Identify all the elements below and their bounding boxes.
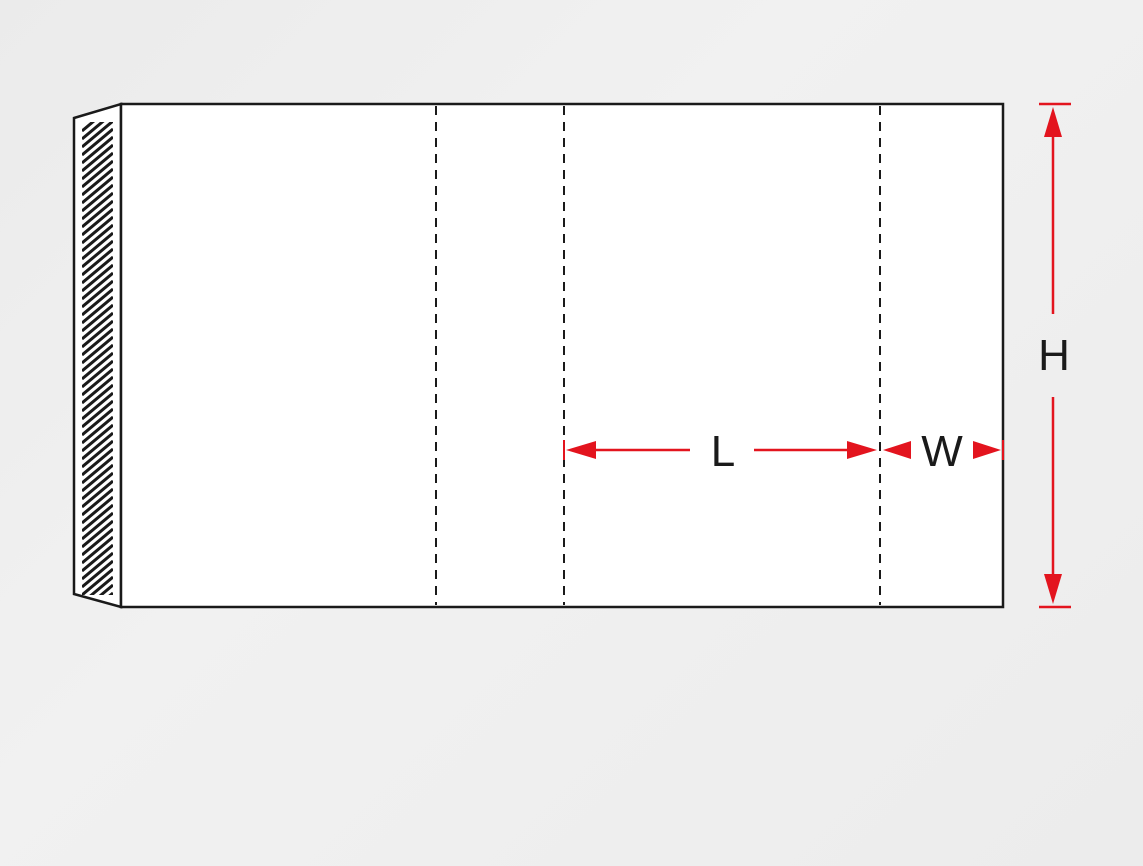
length-arrow-right xyxy=(847,441,877,459)
hatch-line xyxy=(82,167,113,197)
hatch-line xyxy=(82,191,113,221)
glue-flap xyxy=(72,102,123,651)
hatch-line xyxy=(82,535,113,565)
width-dimension: W xyxy=(883,427,1004,476)
hatch-line xyxy=(82,151,113,181)
hatch-line xyxy=(82,407,113,437)
hatch-line xyxy=(82,319,113,349)
hatch-line xyxy=(82,487,113,517)
hatch-line xyxy=(82,343,113,373)
hatch-line xyxy=(82,359,113,389)
hatch-line xyxy=(82,575,113,595)
hatch-line xyxy=(82,511,113,541)
hatch-line xyxy=(82,135,113,165)
hatch-line xyxy=(82,255,113,285)
hatch-line xyxy=(82,609,113,635)
hatch-line xyxy=(82,295,113,325)
hatch-line xyxy=(82,335,113,365)
hatch-line xyxy=(82,567,113,595)
hatch-line xyxy=(82,617,113,643)
hatch-line xyxy=(82,471,113,501)
hatch-line xyxy=(82,423,113,453)
width-label: W xyxy=(921,427,963,476)
hatch-line xyxy=(82,367,113,397)
hatch-line xyxy=(82,127,113,157)
hatch-line xyxy=(82,311,113,341)
height-arrow-top xyxy=(1044,107,1062,137)
hatch-line xyxy=(82,279,113,309)
glue-hatching xyxy=(82,122,113,651)
hatch-line xyxy=(82,122,113,149)
hatch-line xyxy=(82,495,113,525)
hatch-line xyxy=(82,399,113,429)
hatch-line xyxy=(82,551,113,581)
hatch-line xyxy=(82,223,113,253)
hatch-line xyxy=(82,415,113,445)
hatch-line xyxy=(82,239,113,269)
hatch-line xyxy=(82,231,113,261)
hatch-line xyxy=(82,479,113,509)
hatch-line xyxy=(82,543,113,573)
length-arrow-left xyxy=(566,441,596,459)
hatch-line xyxy=(82,122,113,141)
hatch-line xyxy=(82,383,113,413)
hatch-line xyxy=(82,247,113,277)
hatch-line xyxy=(82,439,113,469)
hatch-line xyxy=(82,583,113,595)
hatch-line xyxy=(82,519,113,549)
length-dimension: L xyxy=(563,427,877,476)
width-arrow-left xyxy=(883,441,911,459)
hatch-line xyxy=(82,215,113,245)
height-arrow-bottom xyxy=(1044,574,1062,604)
hatch-line xyxy=(82,351,113,381)
length-label: L xyxy=(711,427,735,476)
hatch-line xyxy=(82,263,113,293)
hatch-line xyxy=(82,122,113,133)
hatch-line xyxy=(82,601,113,627)
hatch-line xyxy=(82,625,113,651)
hatch-line xyxy=(82,559,113,589)
hatch-line xyxy=(82,391,113,421)
hatch-line xyxy=(82,503,113,533)
hatch-line xyxy=(82,175,113,205)
hatch-line xyxy=(82,431,113,461)
hatch-line xyxy=(82,327,113,357)
hatch-line xyxy=(82,271,113,301)
hatch-line xyxy=(82,183,113,213)
fold-lines xyxy=(120,106,881,605)
height-label: H xyxy=(1038,331,1070,380)
hatch-line xyxy=(82,199,113,229)
hatch-line xyxy=(82,455,113,485)
hatch-line xyxy=(82,207,113,237)
hatch-line xyxy=(82,159,113,189)
hatch-line xyxy=(82,527,113,557)
hatch-line xyxy=(82,143,113,173)
hatch-line xyxy=(82,375,113,405)
width-arrow-right xyxy=(973,441,1001,459)
hatch-line xyxy=(82,287,113,317)
hatch-line xyxy=(82,463,113,493)
hatch-line xyxy=(82,447,113,477)
bag-body xyxy=(119,102,1005,609)
hatch-line xyxy=(82,303,113,333)
height-dimension: H xyxy=(1038,102,1071,609)
